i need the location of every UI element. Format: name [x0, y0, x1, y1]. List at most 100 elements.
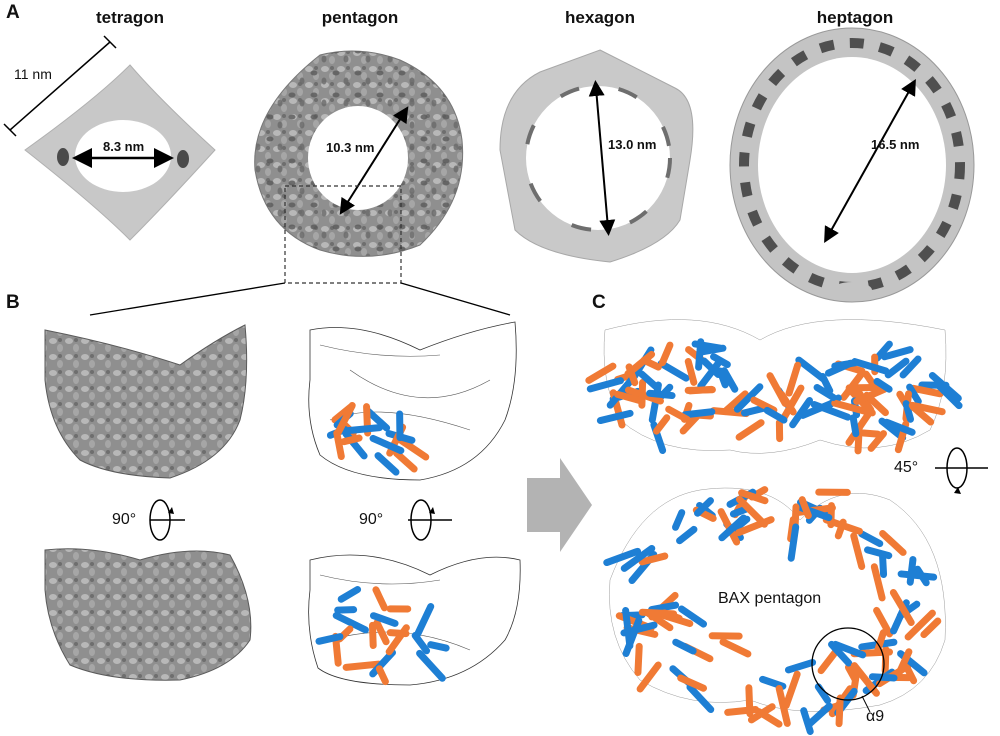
helix-c-pentagon: [873, 606, 894, 638]
helix-c-side: [763, 406, 788, 424]
heptagon-diameter: 16.5 nm: [871, 137, 920, 152]
helix-c-side: [881, 346, 914, 361]
rotation-icon-c: [935, 447, 988, 494]
helix-c-side: [638, 370, 662, 392]
helix-c-pentagon: [879, 530, 907, 556]
rotation-label-c: 45°: [894, 459, 919, 476]
helix-c-pentagon: [920, 617, 942, 639]
helix-c-side: [691, 340, 725, 352]
helix-c-side: [700, 357, 722, 379]
helix-c-side: [883, 418, 916, 436]
helix-c-pentagon: [636, 661, 662, 693]
outer-width-label: 11 nm: [14, 66, 52, 82]
helix-c-side: [789, 397, 814, 429]
helix-c-side: [625, 363, 639, 387]
helix-c-side: [657, 360, 690, 382]
helix-c-side: [614, 390, 644, 405]
hexagon-diameter: 13.0 nm: [608, 137, 657, 152]
helix-c-pentagon: [822, 516, 863, 535]
bax-side-view: [603, 319, 947, 454]
helix-c-side: [813, 383, 837, 401]
helix-c-side: [884, 357, 910, 379]
helix-c-pentagon: [906, 556, 917, 586]
helix-c-side: [596, 409, 634, 425]
bax-pentagon-view: [609, 487, 946, 712]
helix-c-pentagon: [870, 563, 886, 602]
helix-b-bottom: [373, 619, 390, 646]
helix-b-bottom: [332, 612, 369, 634]
density-map-bottom: [44, 548, 252, 681]
helix-c-pentagon: [835, 694, 844, 728]
helix-c-side: [780, 384, 805, 421]
alpha9-highlight: [811, 627, 885, 713]
helix-c-side: [697, 357, 724, 390]
helix-b-bottom: [414, 602, 435, 638]
helix-c-pentagon: [896, 648, 913, 676]
helix-c-side: [721, 390, 749, 416]
helix-c-pentagon: [889, 589, 915, 627]
title-heptagon: heptagon: [816, 8, 894, 27]
helix-c-pentagon: [694, 497, 714, 517]
helix-c-pentagon: [775, 685, 791, 727]
helix-c-pentagon: [850, 662, 880, 697]
helix-c-pentagon: [858, 530, 884, 548]
helix-c-side: [899, 355, 922, 379]
helix-b-bottom: [342, 660, 383, 671]
helix-c-pentagon: [831, 640, 867, 659]
helix-c-side: [845, 410, 872, 446]
helix-b-top: [341, 424, 384, 435]
helix-b-bottom: [368, 621, 377, 650]
helix-c-side: [840, 370, 865, 401]
tetragon-diameter: 8.3 nm: [103, 139, 145, 154]
pentagon-map: [89, 50, 511, 316]
helix-c-pentagon: [800, 707, 814, 736]
helix-c-side: [681, 408, 716, 419]
helix-b-bottom: [375, 665, 389, 686]
helix-c-pentagon: [648, 601, 680, 614]
helix-c-side: [795, 356, 827, 383]
helix-c-pentagon: [672, 638, 697, 655]
helix-b-top: [333, 429, 345, 461]
helix-c-side: [741, 404, 769, 417]
helix-b-top: [334, 401, 356, 437]
helix-c-pentagon: [676, 525, 698, 545]
helix-c-pentagon: [879, 551, 888, 578]
helix-c-side: [810, 401, 852, 421]
helix-c-side: [778, 390, 797, 416]
helix-b-bottom: [427, 641, 450, 652]
helix-c-side: [586, 377, 625, 393]
helix-c-side: [624, 386, 664, 405]
helix-b-bottom: [337, 586, 362, 603]
rotation-label-b2: 90°: [359, 511, 384, 528]
helix-c-pentagon: [805, 702, 833, 728]
panel-label-c: C: [592, 292, 606, 313]
helix-c-side: [659, 341, 674, 367]
helix-c-pentagon: [638, 608, 678, 618]
helix-b-top: [364, 407, 391, 432]
helix-b-top: [369, 434, 405, 455]
helix-c-pentagon: [677, 674, 708, 692]
transition-arrow: [527, 458, 592, 552]
helix-b-bottom: [411, 632, 431, 655]
density-map-top: [44, 324, 248, 479]
title-pentagon: pentagon: [321, 8, 399, 27]
helix-c-pentagon: [638, 552, 669, 566]
helix-c-side: [710, 407, 750, 418]
helix-cartoon-group: [315, 338, 963, 736]
helix-c-side: [646, 389, 676, 400]
helix-c-side: [849, 414, 860, 438]
helix-c-pentagon: [850, 532, 866, 570]
helix-c-side: [585, 362, 617, 384]
helix-c-pentagon: [814, 683, 832, 705]
helix-c-pentagon: [787, 523, 800, 562]
helix-c-side: [785, 361, 802, 397]
tetragon-map: [3, 35, 216, 241]
helix-c-side: [906, 383, 922, 405]
helix-c-pentagon: [620, 544, 656, 572]
helix-c-pentagon: [620, 621, 658, 637]
helix-c-side: [831, 399, 868, 415]
panel-label-a: A: [6, 2, 20, 23]
helix-c-pentagon: [719, 638, 752, 658]
helix-c-pentagon: [738, 489, 769, 505]
